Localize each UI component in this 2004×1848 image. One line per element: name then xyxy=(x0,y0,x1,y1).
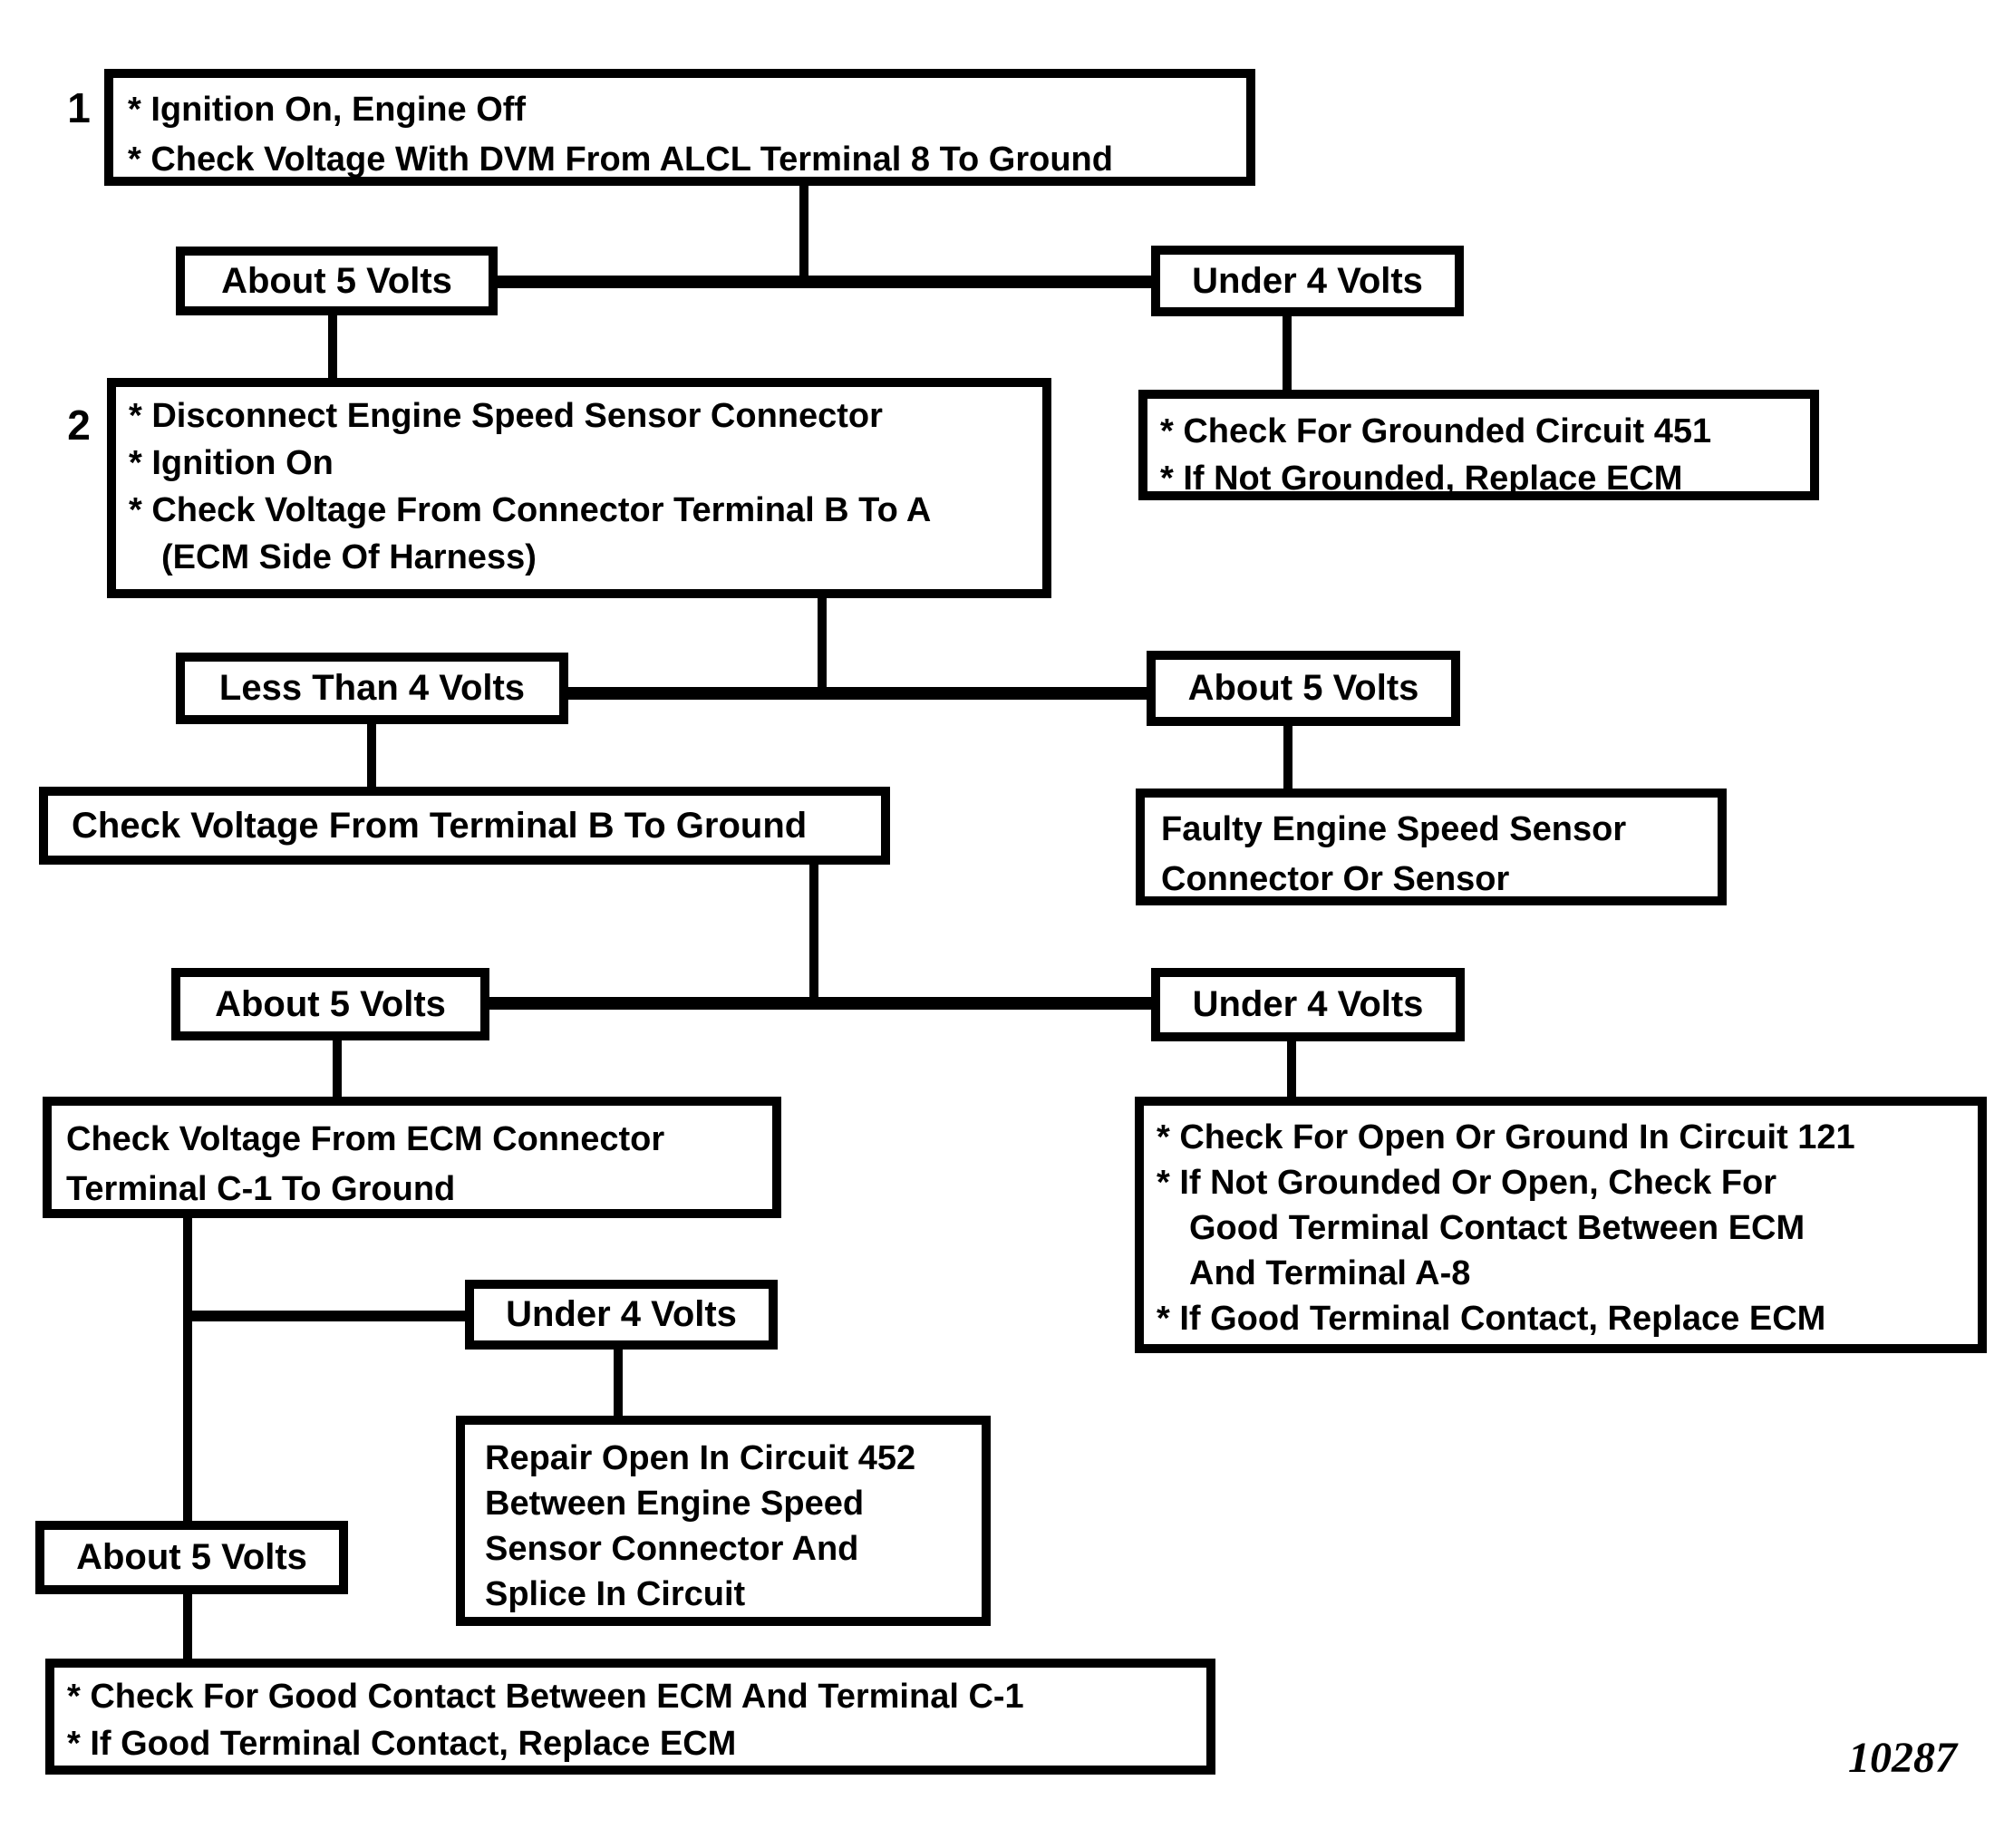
node-line: Terminal C-1 To Ground xyxy=(66,1170,456,1208)
decision-label: About 5 Volts xyxy=(221,260,452,301)
connector-under4v-to-circuit121 xyxy=(1287,1040,1296,1099)
node-line: * Check Voltage From Connector Terminal … xyxy=(129,491,932,529)
node-line: * If Not Grounded Or Open, Check For xyxy=(1157,1164,1777,1202)
node-line: Faulty Engine Speed Sensor xyxy=(1161,810,1627,848)
decision-label: About 5 Volts xyxy=(1187,668,1419,708)
decision-label: About 5 Volts xyxy=(215,983,446,1024)
decision-label: Under 4 Volts xyxy=(1192,984,1424,1024)
connector-ecmconn-down xyxy=(183,1216,192,1524)
decision-under-4-volts-2: Under 4 Volts xyxy=(1151,968,1465,1041)
decision-under-4-volts-1: Under 4 Volts xyxy=(1151,246,1464,316)
connector-step2-to-branch xyxy=(818,595,827,694)
flow-node-ecm-connector: Check Voltage From ECM Connector Termina… xyxy=(43,1097,781,1218)
decision-label: Under 4 Volts xyxy=(1192,260,1423,301)
node-line: * Ignition On xyxy=(129,444,334,482)
step-label-1: 1 xyxy=(67,84,91,131)
figure-number: 10287 xyxy=(1848,1734,1957,1782)
decision-about-5-volts-1: About 5 Volts xyxy=(176,247,498,315)
connector-about5v-to-faulty xyxy=(1283,724,1292,792)
flow-node-final-check: * Check For Good Contact Between ECM And… xyxy=(45,1659,1215,1775)
node-line: Splice In Circuit xyxy=(485,1575,746,1613)
node-line: * Check Voltage With DVM From ALCL Termi… xyxy=(128,140,1113,179)
connector-about5v-to-ecmconn xyxy=(333,1039,342,1100)
node-line: * Check For Open Or Ground In Circuit 12… xyxy=(1157,1118,1855,1156)
node-line: Between Engine Speed xyxy=(485,1485,865,1523)
node-line: Repair Open In Circuit 452 xyxy=(485,1439,916,1477)
node-line: * If Good Terminal Contact, Replace ECM xyxy=(67,1725,737,1763)
flow-node-circuit121: * Check For Open Or Ground In Circuit 12… xyxy=(1135,1097,1987,1353)
decision-about-5-volts-4: About 5 Volts xyxy=(35,1521,348,1594)
flow-node-terminalB: Check Voltage From Terminal B To Ground xyxy=(39,787,890,865)
connector-branch-row3 xyxy=(565,687,1150,700)
node-line: * Disconnect Engine Speed Sensor Connect… xyxy=(129,397,883,435)
flow-node-step1: * Ignition On, Engine Off * Check Voltag… xyxy=(104,69,1255,186)
connector-branch-row2 xyxy=(494,276,1155,288)
connector-terminalB-to-branch xyxy=(809,863,818,1006)
decision-label: About 5 Volts xyxy=(76,1537,307,1577)
node-line: Check Voltage From ECM Connector xyxy=(66,1120,665,1158)
connector-under4v-to-circuit451 xyxy=(1283,314,1292,394)
node-line: And Terminal A-8 xyxy=(1189,1254,1471,1292)
step-label-2: 2 xyxy=(67,402,91,449)
node-line: Connector Or Sensor xyxy=(1161,860,1510,898)
decision-label: Less Than 4 Volts xyxy=(218,668,526,708)
node-line: Good Terminal Contact Between ECM xyxy=(1189,1209,1806,1247)
decision-less-than-4-volts: Less Than 4 Volts xyxy=(176,653,568,724)
node-line: * Check For Grounded Circuit 451 xyxy=(1160,412,1712,450)
node-line: Check Voltage From Terminal B To Ground xyxy=(72,805,808,846)
flow-node-step2: * Disconnect Engine Speed Sensor Connect… xyxy=(107,378,1051,598)
decision-label: Under 4 Volts xyxy=(506,1294,737,1334)
connector-branch-under4v-row5 xyxy=(183,1311,469,1321)
connector-step1-to-branch xyxy=(799,184,808,282)
node-line: * If Not Grounded, Replace ECM xyxy=(1160,460,1683,498)
decision-about-5-volts-3: About 5 Volts xyxy=(171,968,489,1040)
flow-node-circuit451: * Check For Grounded Circuit 451 * If No… xyxy=(1138,390,1819,500)
flow-node-repair-circuit452: Repair Open In Circuit 452 Between Engin… xyxy=(456,1416,991,1626)
flow-node-faulty-sensor: Faulty Engine Speed Sensor Connector Or … xyxy=(1136,789,1727,905)
connector-under4v-to-repair xyxy=(614,1348,623,1418)
connector-less4v-to-terminalB xyxy=(367,722,376,790)
node-line: (ECM Side Of Harness) xyxy=(161,538,537,576)
node-line: Sensor Connector And xyxy=(485,1530,859,1568)
decision-about-5-volts-2: About 5 Volts xyxy=(1147,651,1460,726)
connector-about5v-to-final xyxy=(183,1591,192,1661)
node-line: * If Good Terminal Contact, Replace ECM xyxy=(1157,1300,1826,1338)
node-line: * Ignition On, Engine Off xyxy=(128,91,527,129)
node-line: * Check For Good Contact Between ECM And… xyxy=(67,1678,1024,1716)
connector-branch-row4 xyxy=(486,997,1155,1010)
connector-about5v-to-step2 xyxy=(328,314,337,384)
decision-under-4-volts-3: Under 4 Volts xyxy=(465,1280,778,1350)
